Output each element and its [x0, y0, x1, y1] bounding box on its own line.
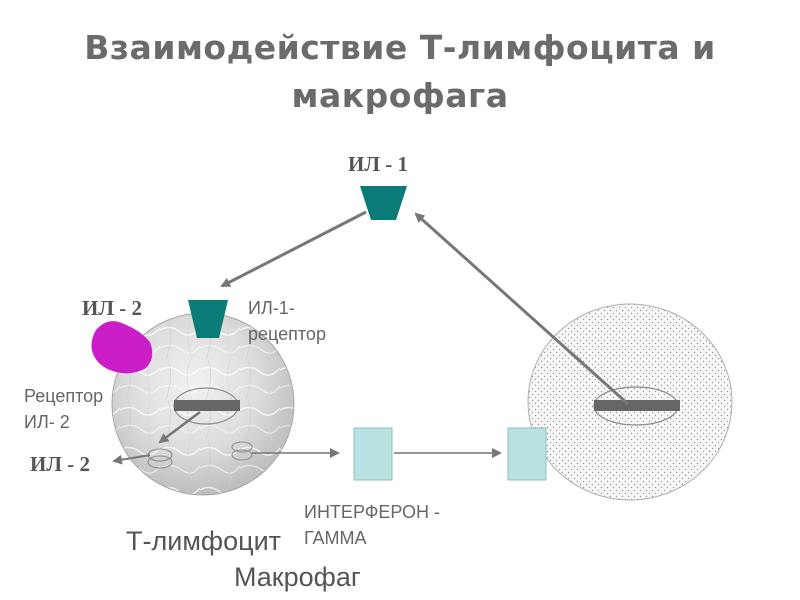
vesicle-4 — [231, 449, 253, 461]
arrow-nucleus-to-il2 — [158, 411, 201, 444]
il2-receptor-label-line1: Рецептор — [24, 386, 104, 406]
il1-label: ИЛ - 1 — [348, 152, 408, 176]
arrow-vesicle-to-il2 — [112, 454, 151, 465]
il2-molecule — [91, 321, 153, 374]
arrow-macrophage-to-il1 — [414, 212, 630, 406]
il1-receptor-shape — [188, 300, 228, 338]
title-line-1: Взаимодействие Т-лимфоцита и — [84, 28, 716, 67]
il1-receptor-label-line2: рецептор — [248, 324, 326, 344]
il1-receptor-label-line1: ИЛ-1- — [248, 298, 295, 318]
title-line-2: макрофага — [291, 76, 509, 115]
il2-top-label: ИЛ - 2 — [82, 296, 142, 320]
vesicle-3 — [231, 441, 253, 453]
vesicle-2 — [147, 455, 173, 469]
interferon-box-1 — [353, 427, 393, 481]
interferon-label-line2: ГАММА — [304, 528, 367, 548]
il1-molecule — [360, 186, 407, 220]
macrophage-label: Макрофаг — [234, 562, 361, 592]
t-lymphocyte-label: Т-лимфоцит — [126, 526, 282, 556]
il2-receptor-label-line2: ИЛ- 2 — [24, 412, 70, 432]
arrow-il1-to-receptor — [220, 210, 367, 288]
macrophage-nucleus-bar — [594, 400, 680, 411]
interferon-box-2 — [507, 427, 547, 481]
interferon-label-line1: ИНТЕРФЕРОН - — [304, 502, 441, 522]
t-lymphocyte-nucleus-bar — [174, 400, 240, 411]
il2-bottom-label: ИЛ - 2 — [30, 452, 90, 476]
